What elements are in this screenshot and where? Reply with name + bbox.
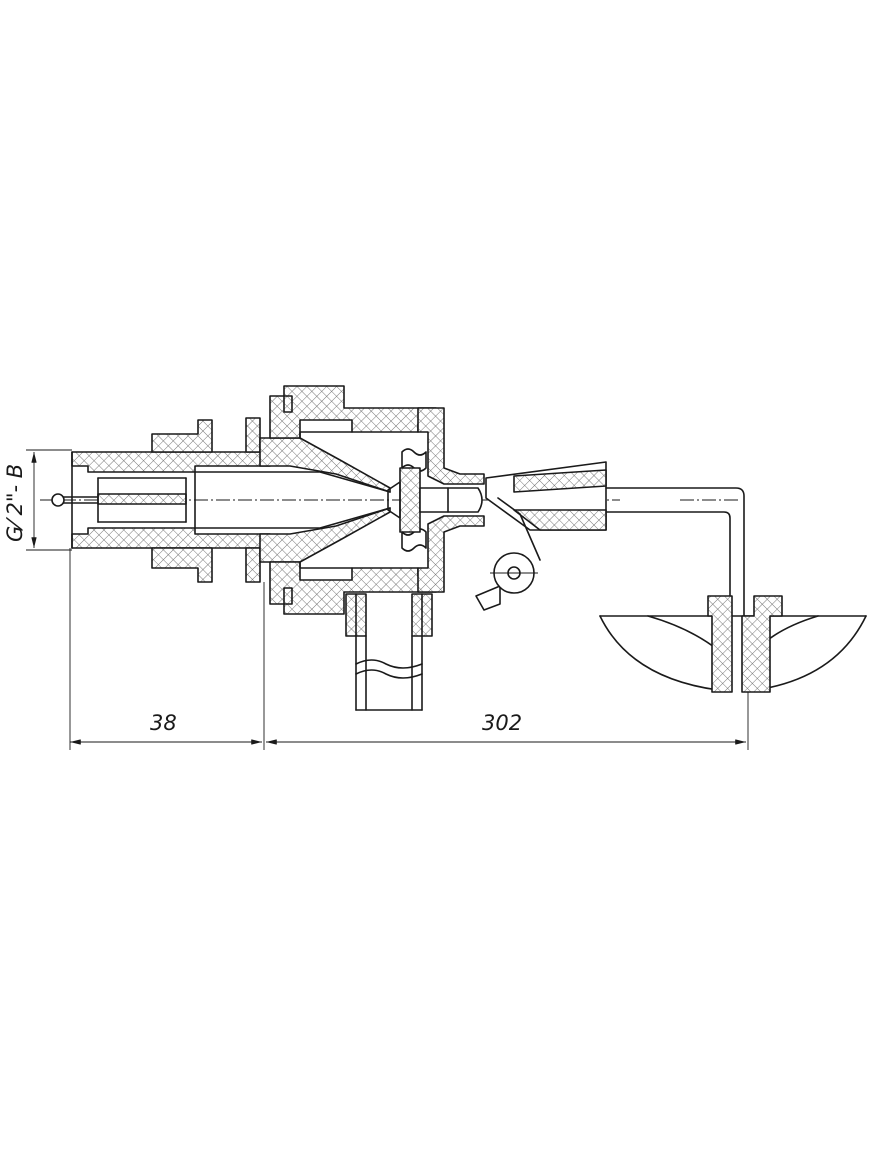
lever-arm xyxy=(475,461,607,611)
float-rod xyxy=(605,487,745,691)
dimension-38: 38 xyxy=(69,548,265,750)
locknut xyxy=(151,419,213,583)
nozzle-cone xyxy=(194,437,391,563)
dimension-302-label: 302 xyxy=(482,711,522,735)
dimension-38-label: 38 xyxy=(150,711,177,735)
dimension-302: 302 xyxy=(266,692,749,750)
float-bulb xyxy=(599,595,867,693)
inlet-threaded-body xyxy=(51,451,271,549)
gasket-washer xyxy=(245,417,261,583)
plunger-shaft xyxy=(419,487,483,513)
diaphragm xyxy=(387,448,427,552)
thread-size-label: G⁄ 2"- B xyxy=(3,464,27,542)
pivot-pin xyxy=(490,552,538,594)
outlet-pipe xyxy=(345,593,433,711)
dimension-thread: G⁄ 2"- B xyxy=(3,449,72,551)
valve-housing xyxy=(269,385,485,615)
